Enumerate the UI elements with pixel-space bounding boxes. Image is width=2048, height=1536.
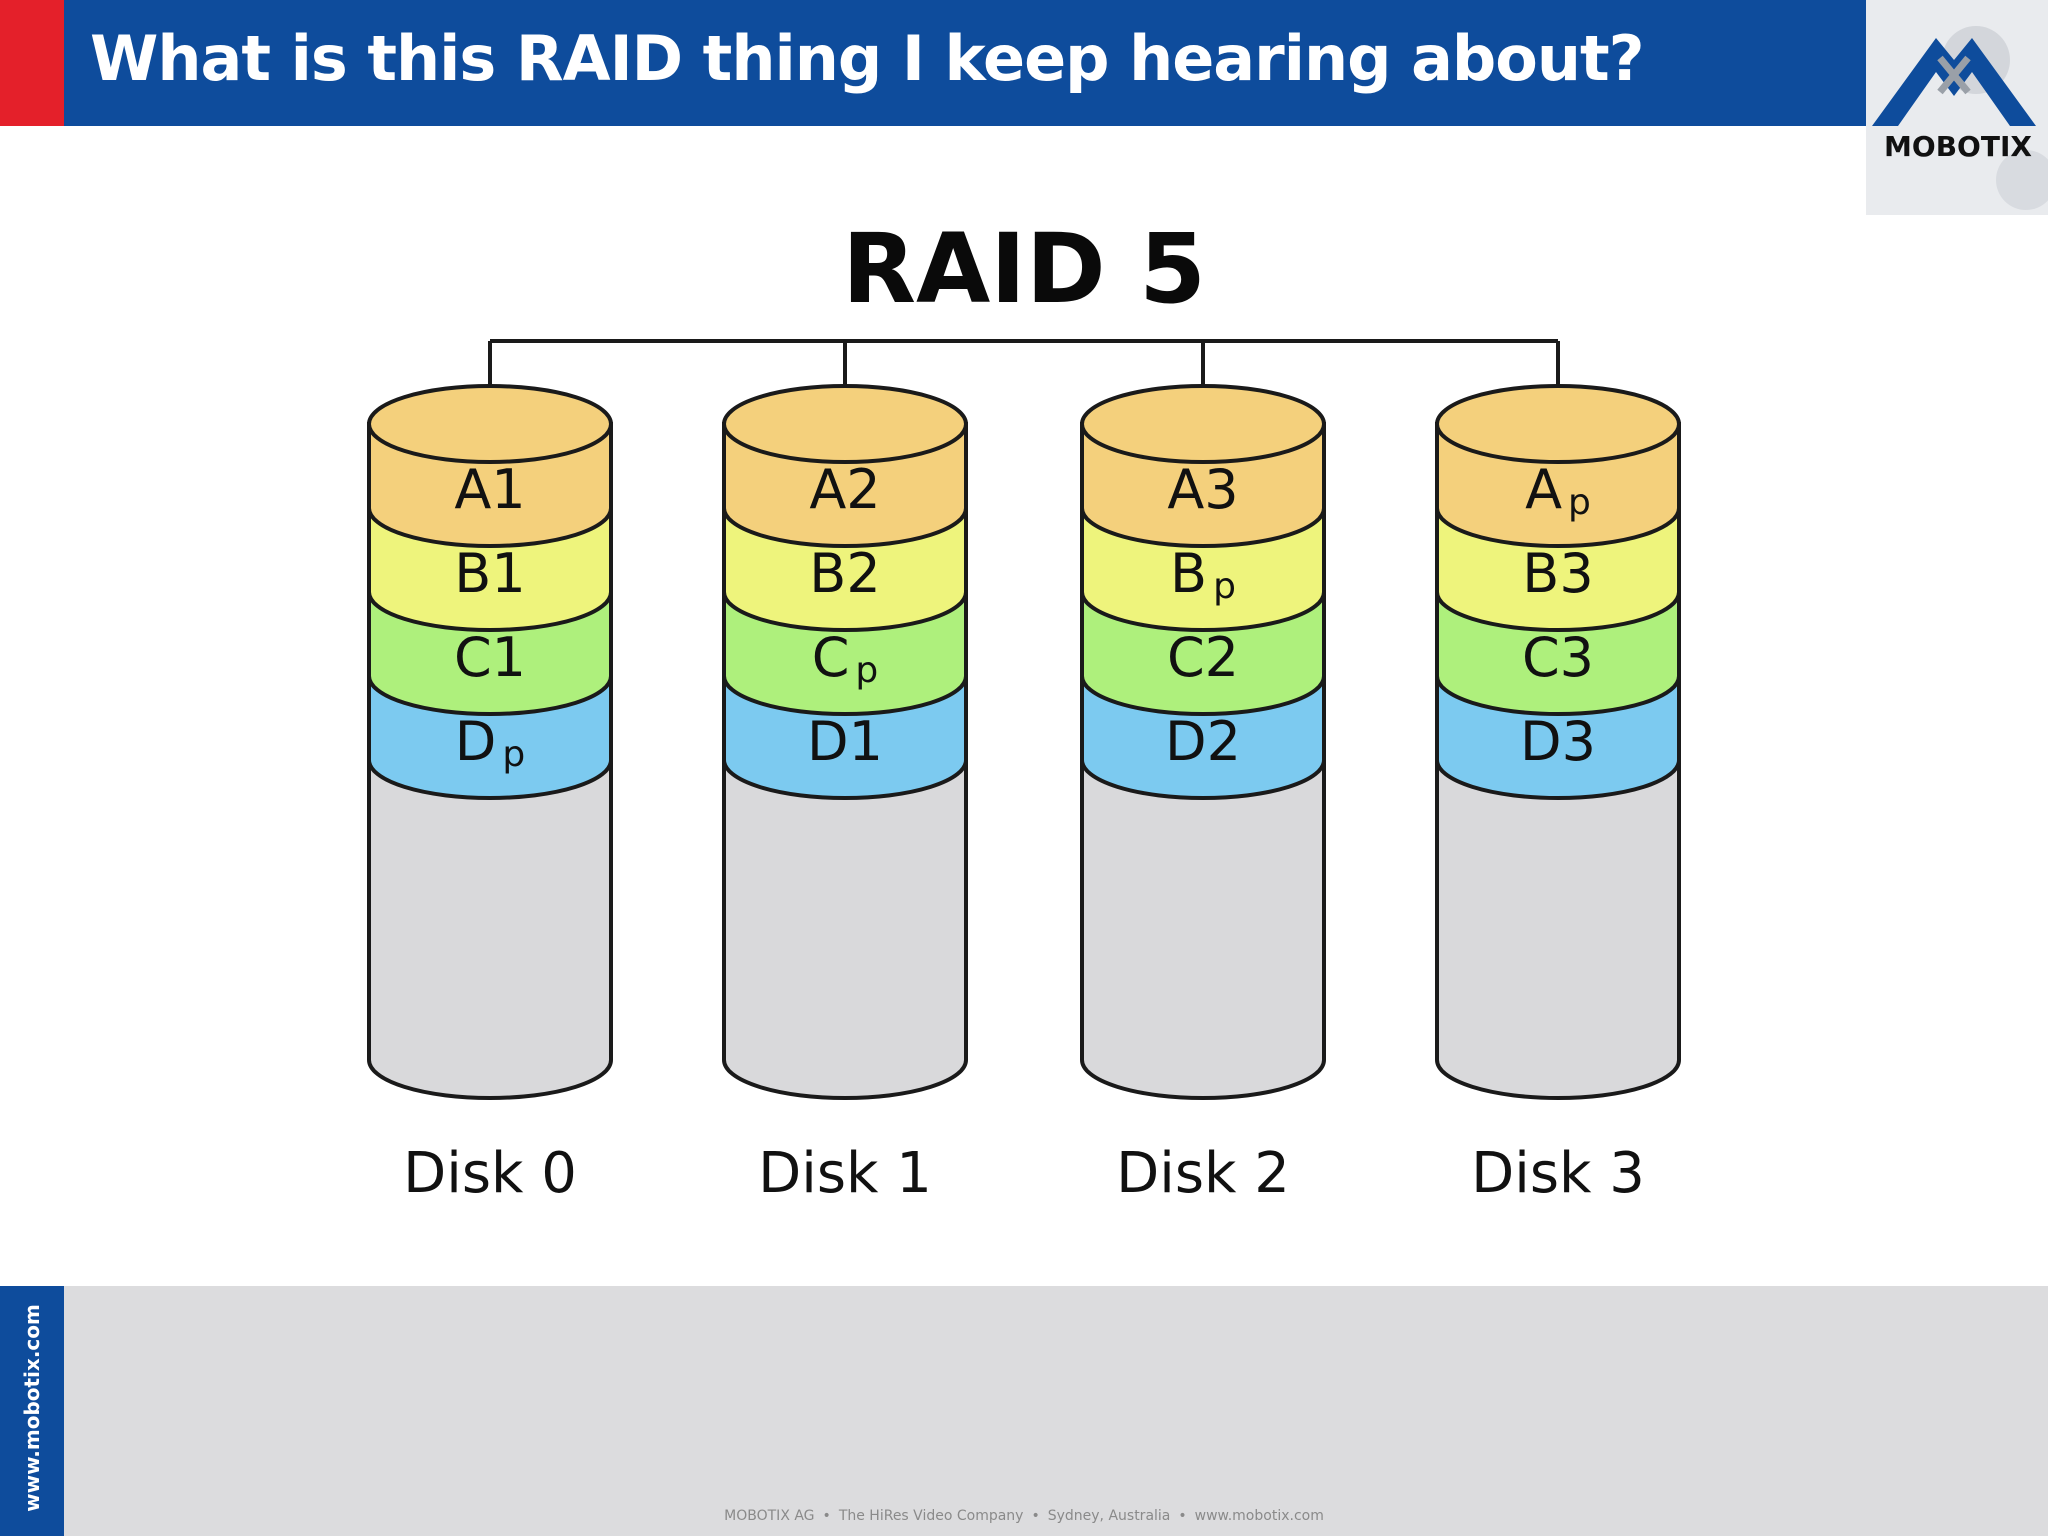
disk-label: Disk 1 [758,1141,932,1206]
disk-top [1435,384,1681,464]
footer-separator: • [1178,1508,1187,1524]
disk-top [367,384,613,464]
disk-free-space [1435,758,1681,1100]
stripe-label: C3 [1522,626,1594,689]
stripe-label: A3 [1167,458,1238,521]
header-accent [0,0,64,126]
stripe-label: B1 [454,542,525,605]
stripe-label: D2 [1165,710,1241,773]
disk-label: Disk 2 [1116,1141,1290,1206]
footer-text: MOBOTIX AG • The HiRes Video Company • Sydne… [0,1508,2048,1524]
stripe-label: B3 [1522,542,1593,605]
logo-mark [1872,38,2036,126]
footer-company: MOBOTIX AG [724,1508,815,1524]
header-bar [0,0,2048,126]
stripe-label: C2 [1167,626,1239,689]
disk-free-space [1080,758,1326,1100]
logo-text: MOBOTIX [1884,130,2032,163]
page-title: What is this RAID thing I keep hearing a… [90,22,1645,95]
footer-band [0,1286,2048,1536]
disk-top [1080,384,1326,464]
mobotix-logo: MOBOTIX [1866,0,2048,215]
logo-watermark-2 [1996,150,2048,210]
diagram-title: RAID 5 [842,213,1206,325]
side-bar [0,1286,64,1536]
stripe-label: D1 [807,710,883,773]
disk-top [722,384,968,464]
disk-free-space [367,758,613,1100]
disk-label: Disk 0 [403,1141,577,1206]
disk-free-space [722,758,968,1100]
footer-location: Sydney, Australia [1047,1508,1171,1524]
logo-x-stroke-2 [1937,55,1971,95]
side-url: www.mobotix.com [20,1304,44,1512]
connector-bus [488,339,1560,424]
stripe-label: C1 [454,626,526,689]
stripe-label: A2 [809,458,880,521]
stripe-label: B2 [809,542,880,605]
stripe-label: A1 [454,458,525,521]
footer-url: www.mobotix.com [1194,1508,1324,1524]
footer-tagline: The HiRes Video Company [838,1508,1024,1524]
footer-separator: • [822,1508,831,1524]
disk-label: Disk 3 [1471,1141,1645,1206]
stripe-label: D3 [1520,710,1596,773]
footer-separator: • [1031,1508,1040,1524]
